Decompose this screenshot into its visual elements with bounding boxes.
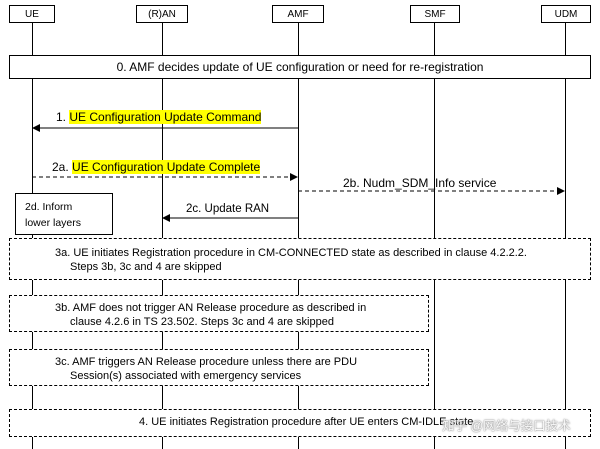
step-3c-line1: 3c. AMF triggers AN Release procedure un… [55,356,358,368]
step-1-text: UE Configuration Update Command [69,110,262,124]
entity-ue: UE [9,5,55,23]
step-2a-text: UE Configuration Update Complete [72,160,261,174]
step-1-label: 1. UE Configuration Update Command [56,110,262,124]
step-2a-number: 2a. [52,160,69,174]
smf-lifeline [434,23,435,449]
step-2b-label: 2b. Nudm_SDM_Info service [343,176,497,190]
step-2c-label: 2c. Update RAN [186,203,270,215]
entity-smf: SMF [410,5,460,23]
step-3b-line1: 3b. AMF does not trigger AN Release proc… [55,302,367,314]
step-3a-box: 3a. UE initiates Registration procedure … [9,238,591,280]
ue-lifeline [32,23,33,449]
step-4-box: 4. UE initiates Registration procedure a… [9,409,591,437]
step-1-number: 1. [56,110,67,124]
step-3c-line2: Session(s) associated with emergency ser… [70,370,302,382]
step-4-text: 4. UE initiates Registration procedure a… [139,416,474,428]
entity-ran: (R)AN [136,5,188,23]
step-3b-line2: clause 4.2.6 in TS 23.502. Steps 3c and … [70,316,334,328]
step-2a-label: 2a. UE Configuration Update Complete [52,160,261,174]
entity-amf: AMF [272,5,324,23]
step-0-box: 0. AMF decides update of UE configuratio… [9,55,591,79]
step-2d-box: 2d. Inform lower layers [15,193,113,235]
step-0-text: 0. AMF decides update of UE configuratio… [116,60,484,74]
udm-lifeline [565,23,566,449]
amf-lifeline [298,23,299,449]
step-2d-line2: lower layers [25,217,82,229]
step-3a-line2: Steps 3b, 3c and 4 are skipped [70,261,222,273]
entity-udm: UDM [541,5,591,23]
step-3a-line1: 3a. UE initiates Registration procedure … [55,247,527,259]
step-3b-box: 3b. AMF does not trigger AN Release proc… [9,295,429,332]
step-3c-box: 3c. AMF triggers AN Release procedure un… [9,349,429,386]
step-2d-line1: 2d. Inform [25,201,73,213]
ran-lifeline [162,23,163,449]
watermark: 知乎 @网络与接口技术 [442,419,571,433]
